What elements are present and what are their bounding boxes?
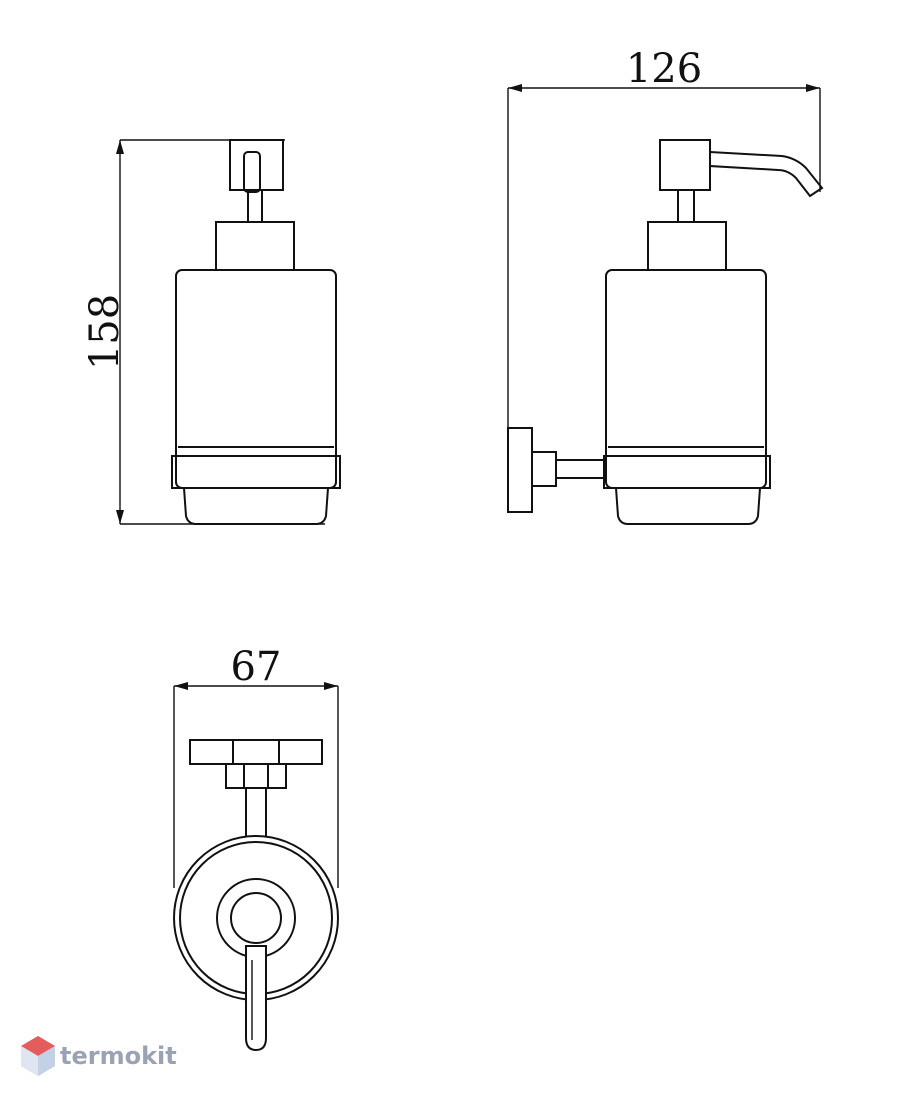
front-holder-ring [171,455,341,489]
watermark: termokit [21,1036,177,1076]
depth-dimension-label: 126 [626,46,702,92]
front-pump-collar [215,221,295,271]
height-dimension: 158 [82,139,325,525]
watermark-text: termokit [60,1042,177,1070]
front-view: 158 [82,139,341,525]
side-wall-mount [531,451,557,487]
side-bottle-base [615,487,761,525]
top-view: 67 [173,644,339,1052]
depth-dimension: 126 [507,46,821,430]
top-wall-plate [189,739,323,765]
top-spout [245,945,267,1052]
top-pump-stem [230,892,282,944]
side-holder-ring [603,455,771,489]
side-view: 126 [507,46,824,525]
height-dimension-label: 158 [82,294,128,370]
front-nozzle-tip [243,151,261,193]
side-pump-collar [647,221,727,271]
side-pump-head [659,139,711,191]
side-spout [709,150,824,198]
front-bottle-base [183,487,329,525]
top-wall-mount [225,763,287,789]
side-wall-plate [507,427,533,513]
watermark-logo-icon [21,1036,55,1076]
width-dimension-label: 67 [231,644,282,690]
front-nozzle-block [229,139,284,191]
side-support-arm [555,459,607,479]
width-dimension: 67 [173,644,339,888]
